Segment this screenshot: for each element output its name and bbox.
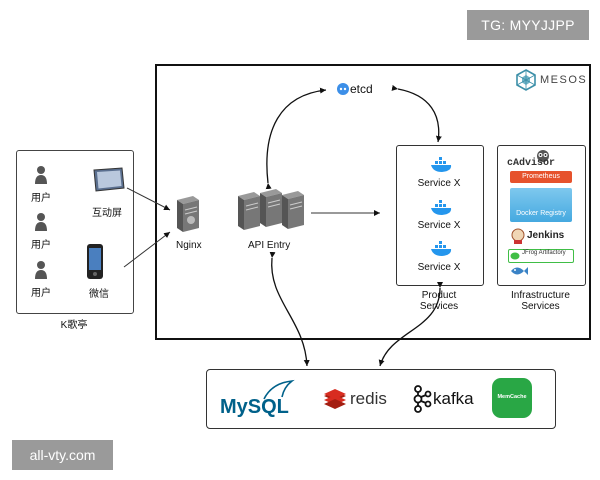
infrastructure-services-box: [497, 145, 586, 286]
api-entry-label: API Entry: [248, 240, 291, 251]
bottom-watermark: all-vty.com: [12, 440, 113, 470]
nginx-label: Nginx: [176, 240, 202, 251]
docker-registry-tile: [510, 188, 572, 222]
jenkins-label: Jenkins: [527, 230, 565, 241]
redis-icon: [324, 389, 346, 409]
api-entry-servers-icon: [238, 189, 304, 230]
service-x-label-1: Service X: [417, 178, 461, 189]
arrow-api-datastores: [269, 251, 310, 367]
top-watermark: TG: MYYJJPP: [467, 10, 589, 40]
redis-logo-text: redis: [350, 389, 387, 408]
kafka-logo-text: kafka: [433, 389, 474, 408]
interactive-screen-icon: [93, 167, 125, 192]
arrow-api-etcd: [265, 87, 327, 190]
frog-icon: [510, 252, 520, 260]
mysql-dolphin-icon: [263, 379, 295, 400]
arrow-wechat-to-nginx: [123, 231, 171, 268]
user-label-2: 用户: [31, 240, 51, 251]
mesos-label: MESOS: [540, 74, 588, 86]
etcd-icon: [337, 83, 349, 95]
user-label-3: 用户: [31, 288, 51, 299]
ktv-box: [16, 150, 134, 314]
arrow-screen-to-nginx: [126, 187, 171, 211]
wechat-label: 微信: [89, 289, 109, 300]
ktv-title: K歌亭: [60, 320, 88, 331]
service-x-label-2: Service X: [417, 220, 461, 231]
docker-registry-label: Docker Registry: [516, 210, 566, 217]
kafka-icon: [413, 385, 432, 413]
arrow-etcd-services: [391, 84, 442, 143]
datastore-box: [206, 369, 556, 429]
interactive-screen-label: 互动屏: [92, 208, 122, 219]
owl-icon: [537, 150, 549, 162]
jenkins-icon: [511, 228, 525, 244]
fish-icon: [511, 267, 528, 275]
docker-whale-icon: [431, 200, 452, 215]
user-icon: [35, 166, 47, 184]
cadvisor-label: cAdvisor: [507, 158, 556, 169]
docker-whale-icon: [431, 157, 452, 172]
memcache-tile: [492, 378, 532, 418]
mesos-cluster-box: [155, 64, 591, 340]
prometheus-badge: Prometheus: [510, 171, 572, 183]
phone-icon: [87, 244, 103, 279]
docker-whale-icon: [431, 241, 452, 256]
user-icon: [35, 261, 47, 279]
infrastructure-caption-2: Services: [521, 301, 560, 312]
product-services-caption-1: Product: [421, 290, 457, 301]
infrastructure-caption-1: Infrastructure: [511, 290, 570, 301]
product-services-caption-2: Services: [419, 301, 459, 312]
user-icon: [35, 213, 47, 231]
jfrog-badge: [508, 249, 574, 263]
memcache-label: MemCache: [497, 394, 527, 400]
etcd-label: etcd: [350, 82, 373, 96]
service-x-label-3: Service X: [417, 262, 461, 273]
mysql-logo-text: MySQL: [220, 396, 289, 418]
user-label-1: 用户: [31, 193, 51, 204]
mesos-logo-icon: [516, 69, 536, 91]
jfrog-label: JFrog Artifactory: [522, 250, 566, 256]
arrow-services-datastores: [378, 281, 444, 367]
nginx-server-icon: [177, 196, 199, 232]
